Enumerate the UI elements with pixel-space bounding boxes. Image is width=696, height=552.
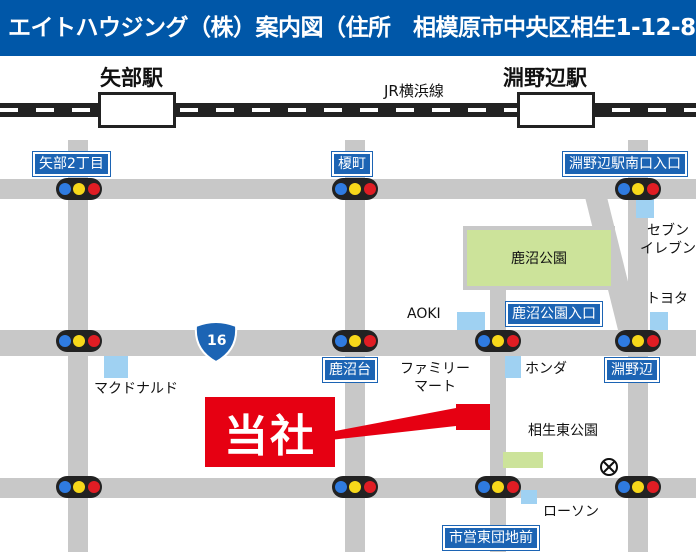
label-honda: ホンダ [525, 361, 567, 377]
toyota-building [650, 312, 668, 330]
traffic-signal-icon [332, 330, 378, 352]
traffic-signal-icon [475, 476, 521, 498]
park-kanuma-label: 鹿沼公園 [511, 251, 567, 267]
traffic-signal-icon [615, 178, 661, 200]
map-title: エイトハウジング（株）案内図（住所 相模原市中央区相生1-12-8） [0, 0, 696, 56]
company-location-marker [456, 404, 490, 430]
intersection-enokimachi: 榎町 [332, 152, 372, 176]
traffic-signal-icon [56, 476, 102, 498]
label-seven-eleven: セブン イレブン [640, 223, 696, 257]
railway-line-name: JR横浜線 [380, 80, 448, 101]
park-kanuma: 鹿沼公園 [463, 226, 615, 290]
label-mcdonalds: マクドナルド [94, 381, 178, 397]
intersection-fuchinobe-south: 淵野辺駅南口入口 [563, 152, 687, 176]
traffic-signal-icon [56, 178, 102, 200]
police-box-icon [600, 458, 618, 476]
lawson-building [521, 490, 537, 504]
label-familymart: ファミリー マート [400, 361, 470, 395]
station-fuchinobe-box [517, 92, 595, 128]
company-pointer [330, 408, 456, 440]
intersection-kanuma-park: 鹿沼公園入口 [506, 302, 602, 326]
traffic-signal-icon [615, 330, 661, 352]
intersection-kanumadai: 鹿沼台 [323, 358, 377, 382]
station-yabe: 矢部駅 [100, 66, 163, 90]
label-aoki: AOKI [407, 306, 441, 322]
intersection-yabe-2chome: 矢部2丁目 [33, 152, 110, 176]
company-label: 当社 [205, 397, 335, 467]
label-toyota: トヨタ [646, 291, 688, 307]
park-aioi-higashi [503, 452, 543, 468]
label-aioi-park: 相生東公園 [528, 423, 598, 439]
label-lawson: ローソン [543, 504, 599, 520]
mcdonalds-building [104, 356, 128, 378]
intersection-shiei-higashi: 市営東団地前 [443, 526, 539, 550]
seven-eleven-building [636, 196, 654, 218]
route-16-icon [194, 321, 238, 364]
route-16-number: 16 [207, 333, 227, 349]
station-fuchinobe: 淵野辺駅 [503, 66, 587, 90]
traffic-signal-icon [332, 178, 378, 200]
station-yabe-box [98, 92, 176, 128]
traffic-signal-icon [56, 330, 102, 352]
traffic-signal-icon [475, 330, 521, 352]
aoki-building [457, 312, 485, 330]
intersection-fuchinobe: 淵野辺 [605, 358, 659, 382]
traffic-signal-icon [332, 476, 378, 498]
traffic-signal-icon [615, 476, 661, 498]
honda-building [505, 356, 521, 378]
